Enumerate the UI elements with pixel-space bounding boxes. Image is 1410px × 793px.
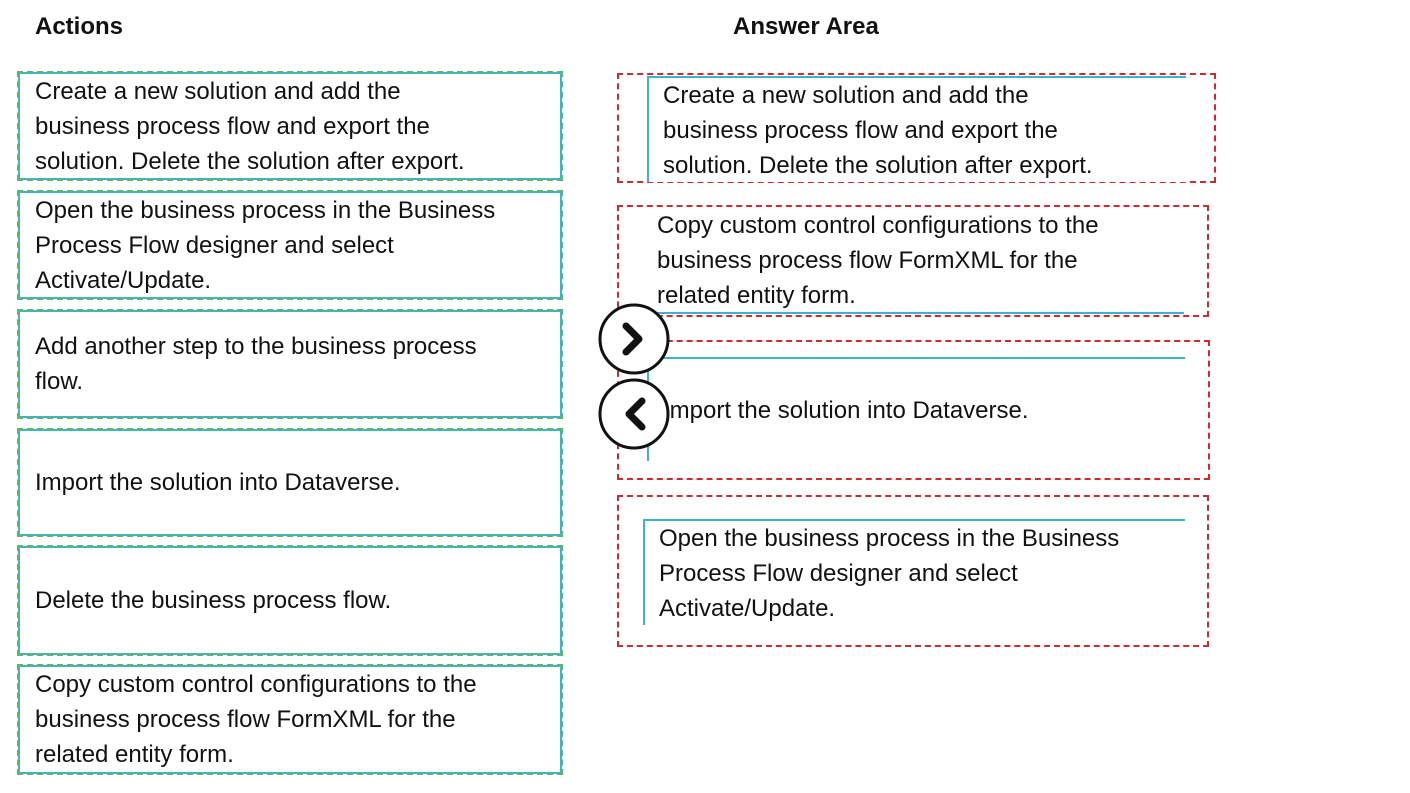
action-item-create-solution[interactable]: Create a new solution and add the busine… <box>17 71 563 181</box>
action-item-label: Copy custom control configurations to th… <box>35 671 477 768</box>
answer-item-create-solution[interactable]: Create a new solution and add the busine… <box>647 76 1186 182</box>
answer-item-label: Create a new solution and add the busine… <box>663 81 1093 179</box>
action-item-label: Add another step to the business process… <box>35 333 477 395</box>
action-item-open-designer[interactable]: Open the business process in the Busines… <box>17 190 563 300</box>
action-item-copy-config[interactable]: Copy custom control configurations to th… <box>17 664 563 775</box>
answer-item-import-solution[interactable]: Import the solution into Dataverse. <box>647 357 1185 461</box>
answer-item-copy-config[interactable]: Copy custom control configurations to th… <box>643 207 1184 313</box>
chevron-left-circle-icon <box>598 378 670 450</box>
answer-item-open-designer[interactable]: Open the business process in the Busines… <box>643 519 1185 625</box>
answer-item-label: Import the solution into Dataverse. <box>663 396 1029 424</box>
actions-heading: Actions <box>35 13 124 40</box>
action-item-delete-flow[interactable]: Delete the business process flow. <box>17 545 563 656</box>
answer-slot-2[interactable] <box>617 205 1209 317</box>
answer-slot-4[interactable] <box>617 495 1209 647</box>
move-left-button[interactable] <box>597 377 671 451</box>
answer-item-label: Copy custom control configurations to th… <box>657 211 1099 309</box>
action-item-import-solution[interactable]: Import the solution into Dataverse. <box>17 428 563 537</box>
action-item-add-step[interactable]: Add another step to the business process… <box>17 309 563 419</box>
move-right-button[interactable] <box>597 302 671 376</box>
answer-slot-1[interactable] <box>617 73 1216 183</box>
action-item-label: Delete the business process flow. <box>35 587 392 614</box>
answer-item-label: Open the business process in the Busines… <box>659 524 1120 622</box>
answer-area-heading: Answer Area <box>733 13 879 40</box>
chevron-right-circle-icon <box>598 303 670 375</box>
action-item-label: Create a new solution and add the busine… <box>35 77 465 175</box>
answer-card-underline <box>643 312 1184 314</box>
action-item-label: Open the business process in the Busines… <box>35 196 496 294</box>
action-item-label: Import the solution into Dataverse. <box>35 469 401 496</box>
